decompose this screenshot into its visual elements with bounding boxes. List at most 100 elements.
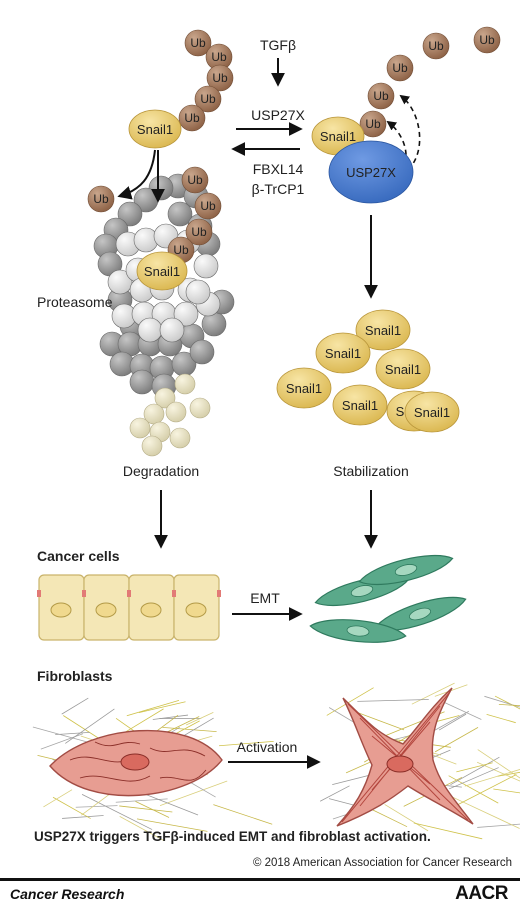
ub-label: Ub (392, 61, 408, 75)
ub-label: Ub (365, 117, 381, 131)
collagen-fiber (477, 749, 520, 779)
proteasome-subunit (107, 269, 133, 295)
proteasome-subunit (167, 201, 193, 227)
collagen-fiber (498, 703, 520, 707)
collagen-fiber (384, 804, 429, 832)
stabilized-snail1-label: Snail1 (325, 346, 361, 361)
aacr-logo: AACR (455, 883, 508, 904)
degraded-fragment (141, 435, 163, 457)
ub-released: Ub (87, 185, 115, 213)
collagen-fiber (126, 699, 180, 717)
ub-label: Ub (211, 50, 227, 64)
ub-label: Ub (479, 33, 495, 47)
ub-label: Ub (428, 39, 444, 53)
collagen-fiber (477, 823, 520, 828)
collagen-fiber (219, 740, 274, 747)
proteasome-subunit (193, 253, 219, 279)
ub-bound: Ub (194, 192, 222, 220)
usp27x-label: USP27X (251, 107, 305, 123)
ub-label: Ub (187, 173, 203, 187)
collagen-fiber (32, 726, 96, 745)
collagen-fiber (159, 780, 228, 807)
ub-chain-left-unit: Ub (194, 85, 222, 113)
cleavage-arrow-1 (399, 94, 421, 171)
cell-junction (217, 590, 221, 597)
proteasome-subunit (189, 339, 215, 365)
ub-release-arrow (117, 149, 156, 200)
nucleus (50, 602, 72, 618)
figure-caption: USP27X triggers TGFβ-induced EMT and fib… (34, 829, 431, 844)
ub-chain-right-unit: Ub (473, 26, 501, 54)
stabilized-snail1-label: Snail1 (365, 323, 401, 338)
collagen-fiber (484, 695, 520, 708)
collagen-fiber (319, 785, 350, 802)
cancer-cells-label: Cancer cells (37, 548, 120, 564)
degraded-fragment (129, 417, 151, 439)
proteasome-subunit (173, 301, 199, 327)
ub-chain-left-unit: Ub (184, 29, 212, 57)
stabilized-snail1: Snail1 (404, 391, 460, 433)
btrcp1-label: β-TrCP1 (252, 181, 305, 197)
collagen-fiber (62, 815, 104, 819)
activation-label: Activation (237, 739, 298, 755)
ub-chain-right-unit: Ub (386, 54, 414, 82)
ub-bound: Ub (185, 218, 213, 246)
degraded-fragment (165, 401, 187, 423)
ub-label: Ub (191, 225, 207, 239)
collagen-fiber (371, 809, 408, 828)
mesenchymal-cells (309, 554, 467, 643)
journal-name: Cancer Research (10, 886, 125, 902)
collagen-fiber (411, 682, 455, 705)
collagen-fiber (152, 714, 189, 720)
proteasome-subunit (117, 201, 143, 227)
mesenchymal-cell (358, 554, 454, 586)
stabilized-snail1: Snail1 (276, 367, 332, 409)
cell-junction (172, 590, 176, 597)
collagen-fiber (450, 756, 500, 786)
snail1-in-proteasome-label: Snail1 (144, 264, 180, 279)
degradation-label: Degradation (123, 463, 199, 479)
cell-junction (82, 590, 86, 597)
stabilized-snail1-label: Snail1 (414, 405, 450, 420)
degraded-fragment (189, 397, 211, 419)
emt-label: EMT (250, 590, 280, 606)
ub-chain-left-unit: Ub (206, 64, 234, 92)
usp27x-enzyme: USP27X (328, 140, 414, 204)
collagen-fiber (493, 788, 520, 794)
collagen-fiber (456, 762, 493, 773)
ub-label: Ub (200, 92, 216, 106)
ub-label: Ub (212, 71, 228, 85)
ub-bound: Ub (181, 166, 209, 194)
fibroblasts-label: Fibroblasts (37, 668, 113, 684)
collagen-fiber (75, 805, 118, 808)
collagen-fiber (440, 700, 482, 720)
stabilized-snail1: Snail1 (315, 332, 371, 374)
collagen-fiber (61, 697, 89, 715)
collagen-fiber (138, 701, 186, 714)
ub-chain-right-unit: Ub (367, 82, 395, 110)
collagen-fiber (413, 822, 483, 840)
ub-chain-right-unit: Ub (359, 110, 387, 138)
fbxl14-label: FBXL14 (253, 161, 304, 177)
degraded-fragment (169, 427, 191, 449)
ub-label: Ub (373, 89, 389, 103)
nucleus (409, 607, 431, 621)
ub-chain-left-unit: Ub (178, 104, 206, 132)
collagen-fiber (449, 795, 520, 829)
activated-fibroblast (336, 687, 474, 827)
collagen-fiber (449, 774, 517, 810)
collagen-fiber (464, 768, 520, 787)
tgfb-label: TGFβ (260, 37, 296, 53)
collagen-fiber (434, 727, 479, 753)
collagen-fiber (135, 801, 170, 818)
cell-junction (37, 590, 41, 597)
nucleus (185, 602, 207, 618)
mesenchymal-cell (373, 596, 467, 632)
stabilized-snail1-label: Snail1 (286, 381, 322, 396)
collagen-fiber (213, 804, 273, 825)
